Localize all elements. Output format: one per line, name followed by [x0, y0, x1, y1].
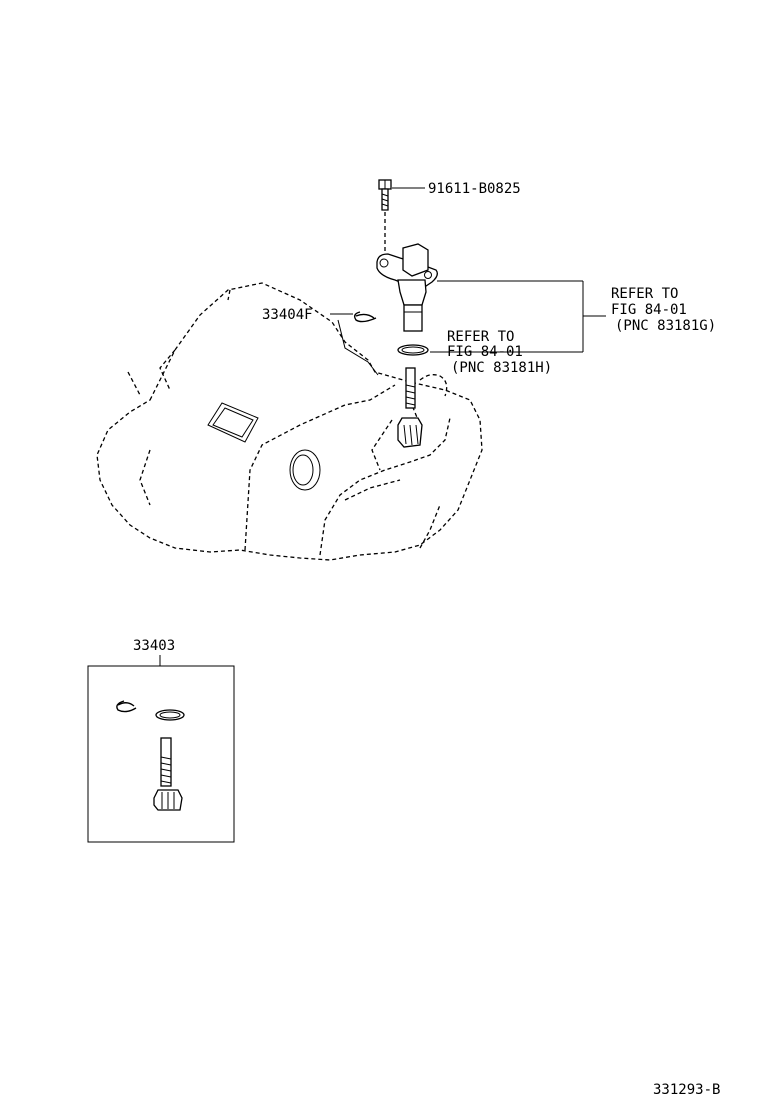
clip-leader-extension	[337, 319, 379, 376]
kit-driven-gear-part	[153, 737, 183, 811]
bolt-part-number: 91611-B0825	[428, 181, 521, 197]
sensor-ref-text-1: REFER TO	[611, 286, 678, 302]
reference-bracket-lines	[430, 280, 606, 353]
transmission-housing	[96, 282, 483, 561]
oring-ref-text-3: (PNC 83181H)	[451, 360, 552, 376]
bolt-part	[378, 179, 392, 255]
illustration-id: 331293-B	[653, 1082, 720, 1098]
sensor-ref-text-2: FIG 84-01	[611, 302, 687, 318]
clip-part	[353, 311, 377, 323]
kit-contents	[116, 700, 185, 811]
sensor-ref-text-3: (PNC 83181G)	[615, 318, 716, 334]
driven-gear-part	[397, 367, 423, 448]
clip-part-number: 33404F	[262, 307, 313, 323]
speed-sensor-part	[376, 243, 438, 332]
kit-box	[87, 665, 235, 843]
kit-part-number: 33403	[133, 638, 175, 654]
kit-clip-part	[116, 700, 137, 713]
oring-ref-text-1: REFER TO	[447, 329, 514, 345]
oring-ref-text-2: FIG 84-01	[447, 344, 523, 360]
